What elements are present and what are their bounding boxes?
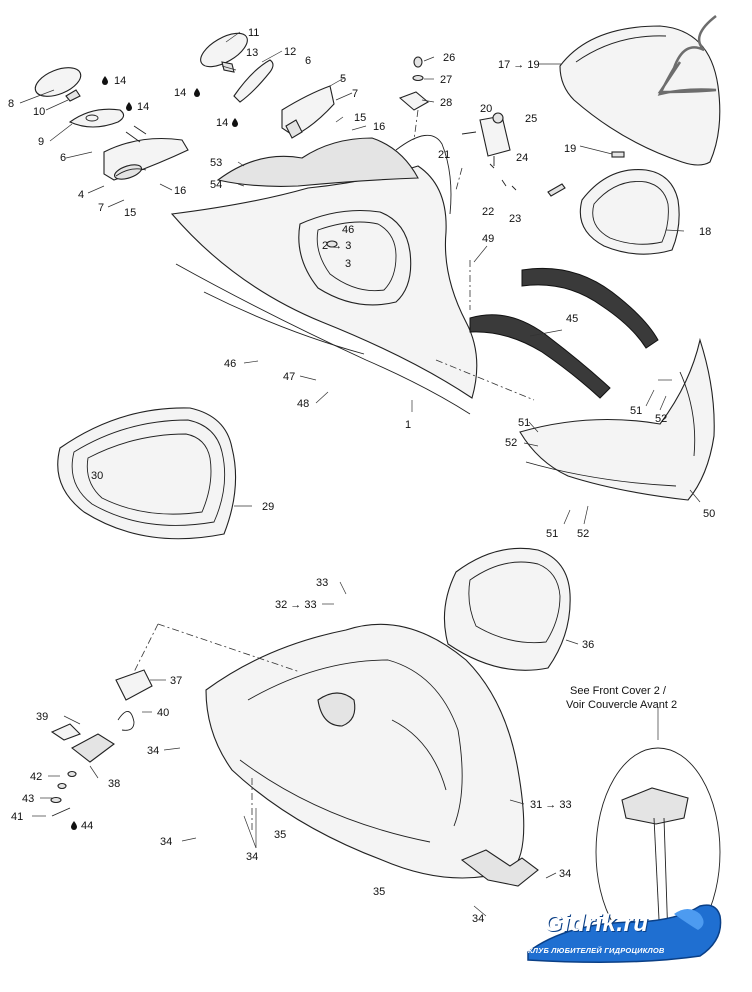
windshield bbox=[559, 25, 721, 166]
callout-5: 5 bbox=[340, 73, 346, 85]
callout-28: 28 bbox=[440, 97, 452, 109]
callout-43: 43 bbox=[22, 793, 34, 805]
callout-18: 18 bbox=[699, 226, 711, 238]
sealant-drop-icons bbox=[71, 76, 238, 830]
callout-2-3: 2 → 3 bbox=[322, 240, 351, 252]
callout-14b: 14 bbox=[137, 101, 149, 113]
callout-7a: 7 bbox=[352, 88, 358, 100]
callout-45: 45 bbox=[566, 313, 578, 325]
mirror-left-assembly bbox=[34, 67, 189, 181]
callout-11: 11 bbox=[248, 27, 259, 39]
hinge-hardware bbox=[398, 56, 517, 191]
callout-52a: 52 bbox=[505, 437, 517, 449]
callout-38: 38 bbox=[108, 778, 120, 790]
assembly-lines bbox=[133, 109, 535, 830]
callouts: 1 2 → 3 3 4 5 6 6 7 7 8 9 10 11 12 13 14… bbox=[8, 27, 715, 925]
callout-52c: 52 bbox=[577, 528, 589, 540]
callout-30: 30 bbox=[91, 470, 103, 482]
callout-17-19: 17 → 19 bbox=[498, 59, 540, 71]
callout-6b: 6 bbox=[60, 152, 66, 164]
callout-37: 37 bbox=[170, 675, 182, 687]
callout-54: 54 bbox=[210, 179, 222, 191]
callout-20: 20 bbox=[480, 103, 492, 115]
callout-15a: 15 bbox=[354, 112, 366, 124]
callout-46b: 46 bbox=[224, 358, 236, 370]
windshield-seal bbox=[547, 151, 680, 255]
callout-16a: 16 bbox=[373, 121, 385, 133]
callout-36: 36 bbox=[582, 639, 594, 651]
callout-15b: 15 bbox=[124, 207, 136, 219]
callout-14c: 14 bbox=[174, 87, 186, 99]
callout-34c: 34 bbox=[246, 851, 258, 863]
callout-39: 39 bbox=[36, 711, 48, 723]
logo-wave-icon bbox=[527, 904, 722, 963]
callout-40: 40 bbox=[157, 707, 169, 719]
callout-49: 49 bbox=[482, 233, 494, 245]
callout-22: 22 bbox=[482, 206, 494, 218]
callout-41: 41 bbox=[11, 811, 23, 823]
mirror-right-assembly bbox=[200, 32, 335, 139]
callout-47: 47 bbox=[283, 371, 295, 383]
callout-14a: 14 bbox=[114, 75, 126, 87]
callout-34e: 34 bbox=[472, 913, 484, 925]
logo-tagline: КЛУБ ЛЮБИТЕЛЕЙ ГИДРОЦИКЛОВ bbox=[528, 946, 665, 955]
callout-35b: 35 bbox=[373, 886, 385, 898]
callout-1: 1 bbox=[405, 419, 411, 431]
callout-27: 27 bbox=[440, 74, 452, 86]
callout-8: 8 bbox=[8, 98, 14, 110]
callout-51c: 51 bbox=[546, 528, 558, 540]
callout-31-33: 31 → 33 bbox=[530, 799, 572, 811]
callout-25: 25 bbox=[525, 113, 537, 125]
callout-13: 13 bbox=[246, 47, 258, 59]
front-hood bbox=[170, 135, 478, 415]
hand-drawn-arrow bbox=[657, 15, 717, 96]
callout-34b: 34 bbox=[160, 836, 172, 848]
callout-3: 3 bbox=[345, 258, 351, 270]
front-structure bbox=[205, 623, 539, 887]
callout-53: 53 bbox=[210, 157, 222, 169]
callout-14d: 14 bbox=[216, 117, 228, 129]
callout-24: 24 bbox=[516, 152, 528, 164]
note-see-front-cover: See Front Cover 2 / bbox=[570, 685, 667, 697]
logo-brand: Gidrik.ru bbox=[544, 910, 649, 937]
storage-gasket bbox=[57, 407, 237, 540]
front-cover-note: See Front Cover 2 / Voir Couvercle Avant… bbox=[566, 685, 677, 711]
note-voir-couvercle: Voir Couvercle Avant 2 bbox=[566, 699, 677, 711]
callout-10: 10 bbox=[33, 106, 45, 118]
callout-32-33: 32 → 33 bbox=[275, 599, 317, 611]
callout-34a: 34 bbox=[147, 745, 159, 757]
callout-21: 21 bbox=[438, 149, 450, 161]
gidrik-watermark: Gidrik.ru КЛУБ ЛЮБИТЕЛЕЙ ГИДРОЦИКЛОВ bbox=[524, 904, 724, 966]
vent-hoses bbox=[469, 267, 659, 399]
callout-7b: 7 bbox=[98, 202, 104, 214]
callout-50: 50 bbox=[703, 508, 715, 520]
storage-bucket bbox=[443, 547, 571, 671]
callout-4: 4 bbox=[78, 189, 84, 201]
callout-44: 44 bbox=[81, 820, 93, 832]
callout-19: 19 bbox=[564, 143, 576, 155]
callout-29: 29 bbox=[262, 501, 274, 513]
callout-34d: 34 bbox=[559, 868, 571, 880]
leader-lines bbox=[19, 31, 701, 917]
callout-52b: 52 bbox=[655, 413, 667, 425]
callout-23: 23 bbox=[509, 213, 521, 225]
lower-fascia bbox=[519, 337, 715, 501]
callout-6a: 6 bbox=[305, 55, 311, 67]
callout-46a: 46 bbox=[342, 224, 354, 236]
callout-42: 42 bbox=[30, 771, 42, 783]
callout-16b: 16 bbox=[174, 185, 186, 197]
callout-33: 33 bbox=[316, 577, 328, 589]
callout-12: 12 bbox=[284, 46, 296, 58]
callout-51a: 51 bbox=[518, 417, 530, 429]
callout-51b: 51 bbox=[630, 405, 642, 417]
callout-48: 48 bbox=[297, 398, 309, 410]
callout-9: 9 bbox=[38, 136, 44, 148]
latch-assembly bbox=[50, 669, 153, 817]
callout-35a: 35 bbox=[274, 829, 286, 841]
callout-26: 26 bbox=[443, 52, 455, 64]
